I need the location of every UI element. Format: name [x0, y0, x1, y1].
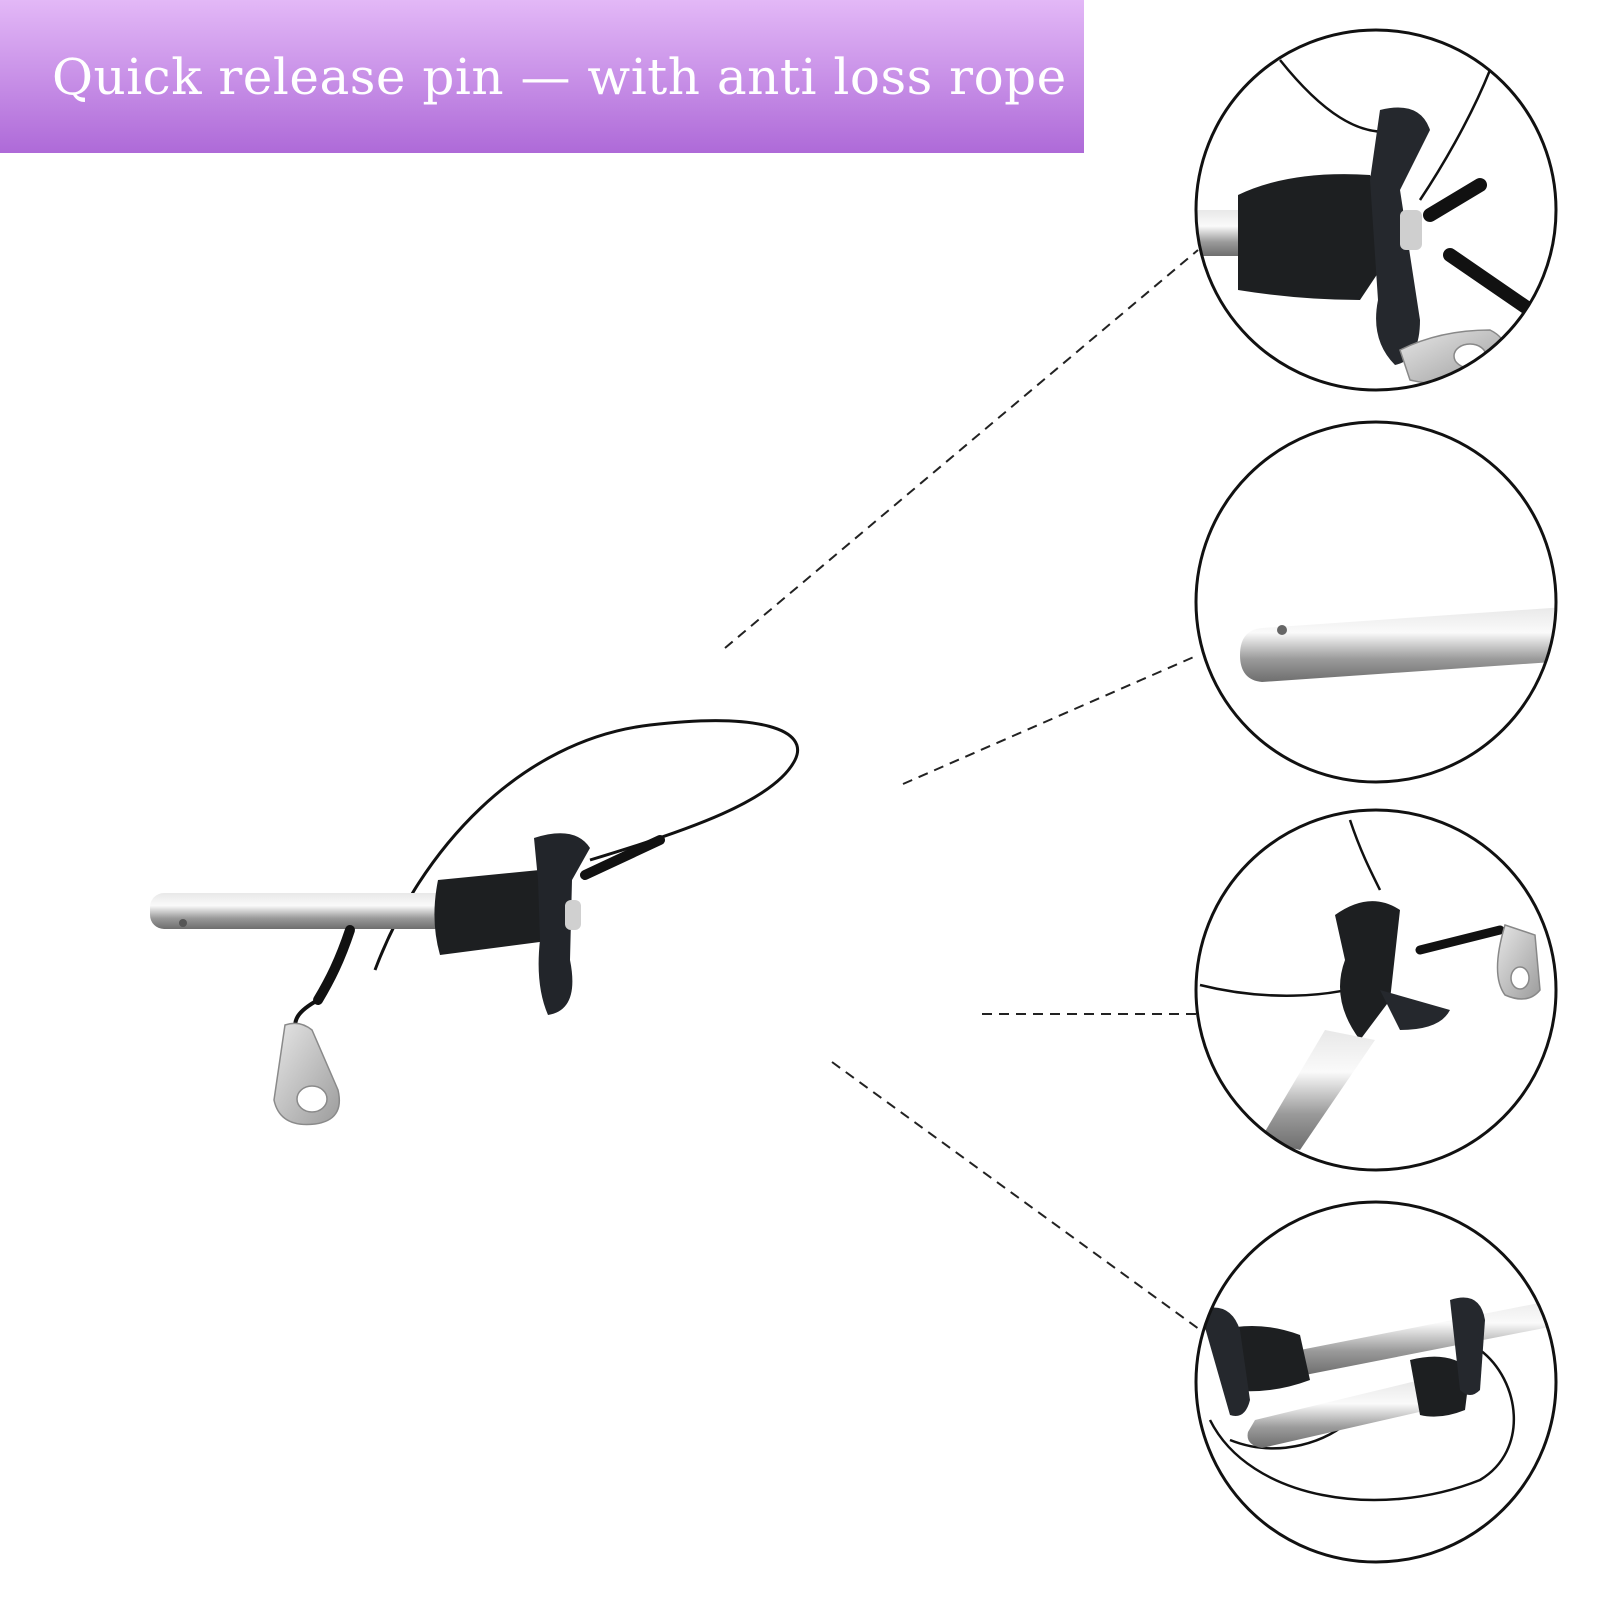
main-pin: [150, 719, 800, 1126]
anti-loss-cable: [373, 719, 800, 971]
tab-hole: [296, 1085, 328, 1113]
detail-circle-handle: [1194, 28, 1558, 392]
detail-ring-1: [1194, 28, 1558, 392]
pin-shaft: [150, 893, 450, 929]
detail-ring-3: [1194, 808, 1558, 1172]
leader-line-1: [724, 249, 1199, 649]
detail-circle-pair: [1194, 1200, 1558, 1564]
detail-ring-2: [1194, 420, 1558, 784]
t-handle-body: [434, 868, 565, 955]
detail-circle-pin-tip: [1194, 420, 1558, 784]
release-button: [565, 900, 581, 930]
t-handle-grip: [534, 833, 590, 1015]
detail-circle-cable-tab: [1194, 808, 1558, 1172]
leader-line-4: [831, 1061, 1215, 1341]
banner-title: Quick release pin — with anti loss rope: [52, 47, 1067, 106]
cable-crimp-lower: [313, 925, 355, 1005]
cable-crimp-upper: [580, 835, 665, 880]
detail-ring-4: [1194, 1200, 1558, 1564]
leader-lines: [724, 249, 1215, 1341]
leader-line-2: [902, 655, 1197, 785]
title-banner: Quick release pin — with anti loss rope: [0, 0, 1084, 153]
pin-ball-detent: [179, 919, 187, 927]
banner-background: [0, 0, 1084, 153]
